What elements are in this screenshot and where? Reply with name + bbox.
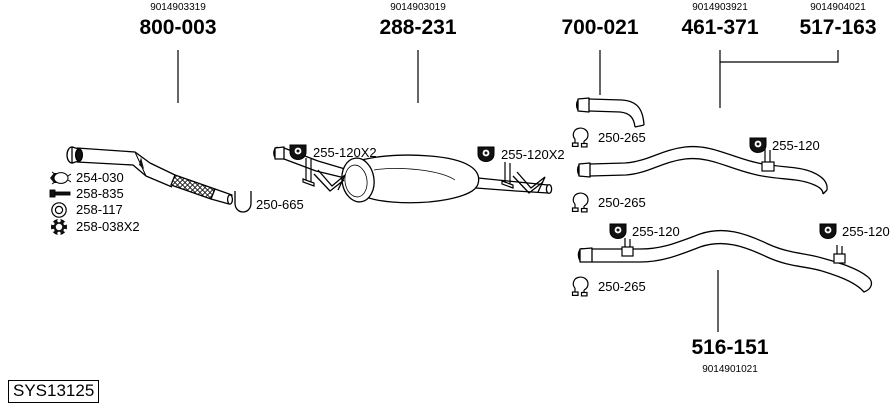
upper-middle-pipe-part	[576, 145, 828, 195]
callout-code: 250-265	[598, 279, 646, 294]
callout-255-120-lower-right: 255-120	[818, 222, 891, 242]
clamp-icon	[50, 171, 72, 185]
bolt-icon	[49, 189, 71, 198]
accessory-code: 258-038X2	[76, 219, 140, 234]
accessory-code: 258-835	[76, 186, 124, 201]
rubber-mount-icon	[819, 223, 837, 240]
callout-code: 255-120	[632, 224, 680, 239]
callout-255-120-upper: 255-120	[748, 136, 858, 156]
part-number: 288-231	[379, 16, 457, 39]
footer-part-516-151: 516-151 9014901021	[644, 336, 816, 375]
callout-code: 255-120	[842, 224, 890, 239]
rubber-mount-icon	[289, 144, 307, 161]
bracket-461-517	[719, 50, 839, 63]
callout-code: 255-120	[772, 138, 820, 153]
header-part-800-003: 9014903319 800-003	[92, 2, 264, 40]
hanger-tab-lower-right	[833, 245, 846, 264]
hanger-tab-upper	[761, 149, 775, 172]
callout-250-265-bottom: 250-265	[570, 276, 690, 298]
system-code-box: SYS13125	[8, 380, 100, 403]
callout-code: 255-120X2	[501, 147, 565, 162]
accessory-258-835: 258-835	[44, 186, 244, 201]
pipe-clamp-icon	[571, 276, 589, 297]
rubber-mount-icon	[477, 146, 495, 163]
lower-long-pipe-part	[577, 229, 873, 293]
callout-250-265-middle: 250-265	[570, 192, 690, 214]
washer-icon	[51, 202, 67, 218]
accessory-254-030: 254-030	[44, 170, 244, 185]
callout-code: 250-265	[598, 195, 646, 210]
hanger-rod-right	[501, 162, 546, 194]
rubber-mount-icon	[749, 137, 767, 154]
oem-number: 9014904021	[810, 2, 866, 13]
header-part-461-371: 9014903921 461-371	[647, 2, 793, 40]
oem-number: 9014903319	[150, 2, 206, 13]
header-part-700-021: 700-021	[514, 2, 686, 40]
callout-255-120X2-right: 255-120X2	[476, 145, 606, 165]
accessory-code: 254-030	[76, 170, 124, 185]
hanger-hook-icon	[234, 191, 252, 213]
callout-code: 250-665	[256, 197, 304, 212]
hanger-rod-left	[302, 158, 346, 192]
hanger-tab-lower-left	[621, 238, 634, 257]
gasket-icon	[51, 218, 67, 236]
oem-number: 9014903921	[692, 2, 748, 13]
short-bent-pipe-part	[575, 97, 645, 128]
header-part-517-163: 9014904021 517-163	[765, 2, 891, 40]
callout-250-665: 250-665	[230, 191, 350, 216]
accessory-258-117: 258-117	[44, 201, 244, 218]
oem-number: 9014901021	[702, 364, 758, 375]
callout-255-120X2-left: 255-120X2	[288, 143, 418, 163]
accessory-code: 258-117	[76, 202, 123, 217]
front-pipe-part	[66, 146, 234, 205]
header-part-288-231: 9014903019 288-231	[332, 2, 504, 40]
part-number: 516-151	[691, 336, 769, 359]
part-number: 700-021	[561, 16, 639, 39]
part-number: 517-163	[799, 16, 877, 39]
pipe-clamp-icon	[571, 127, 589, 148]
callout-code: 255-120X2	[313, 145, 377, 160]
part-number: 800-003	[139, 16, 217, 39]
rubber-mount-icon	[609, 223, 627, 240]
callout-250-265-top: 250-265	[570, 127, 690, 149]
system-code-label: SYS13125	[8, 380, 100, 403]
pipe-clamp-icon	[571, 192, 589, 213]
callout-code: 250-265	[598, 130, 646, 145]
part-number: 461-371	[681, 16, 759, 39]
oem-number: 9014903019	[390, 2, 446, 13]
leader-lines	[177, 50, 839, 332]
callout-255-120-lower-left: 255-120	[608, 222, 718, 242]
accessory-258-038X2: 258-038X2	[44, 218, 254, 236]
